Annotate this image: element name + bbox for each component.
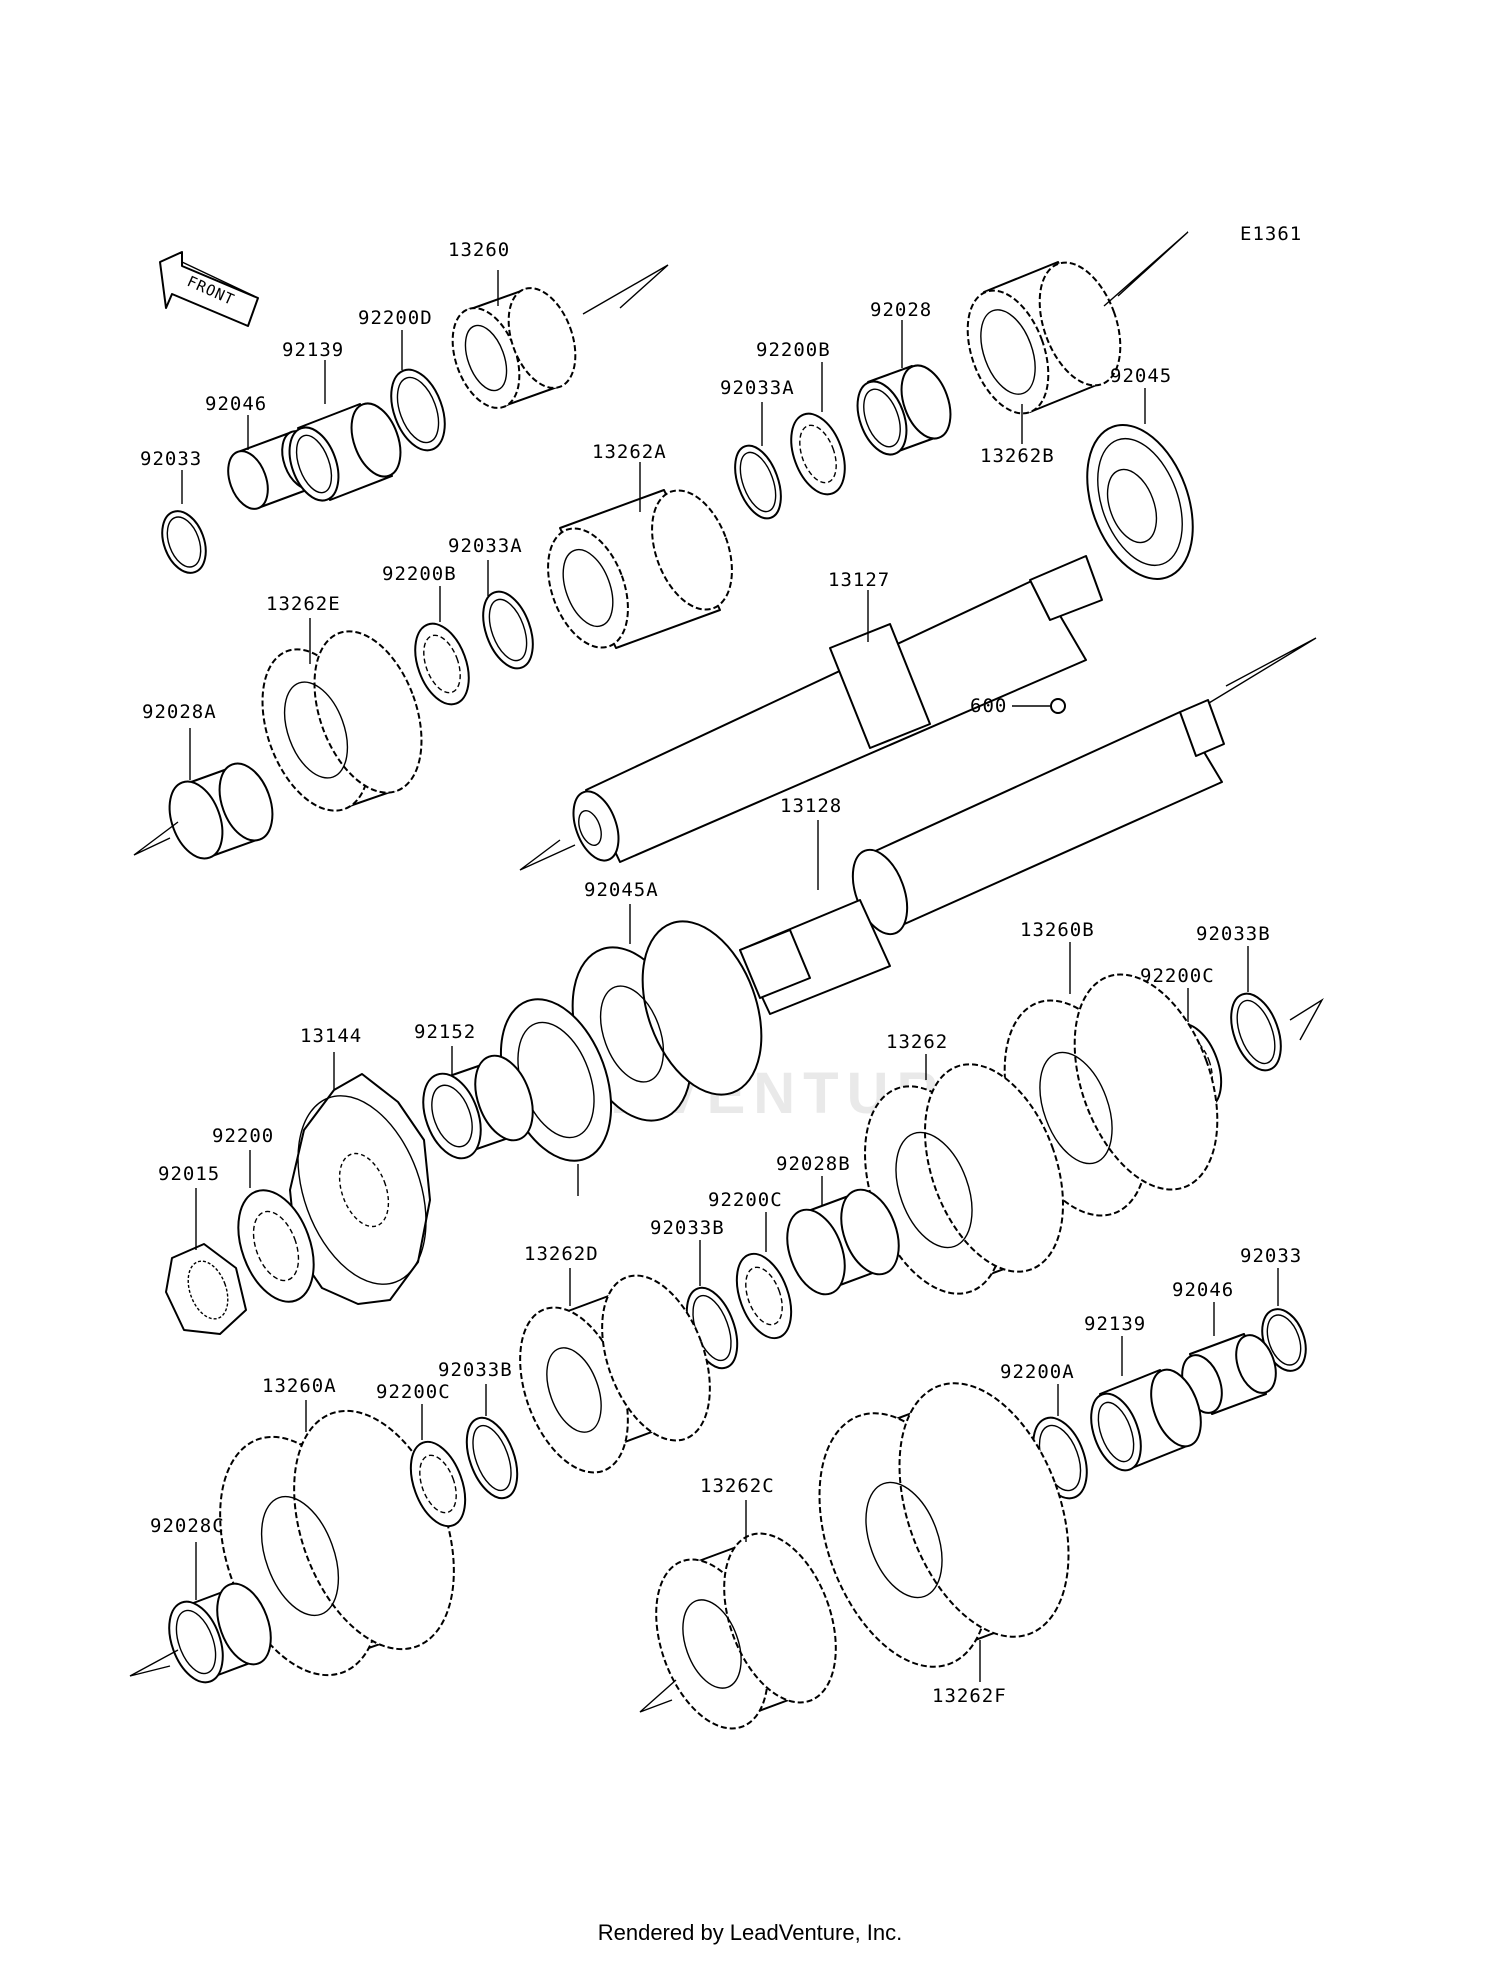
svg-text:13127: 13127 (828, 569, 890, 591)
nut-92015: 92015 (158, 1163, 247, 1335)
needle-bearing-92028A: 92028A (142, 701, 274, 860)
gear-13262E: 13262E (261, 593, 423, 812)
front-arrow-icon: FRONT (159, 251, 259, 327)
shaft-13127: 13127 (572, 555, 1103, 863)
svg-text:92200A: 92200A (1000, 1361, 1075, 1383)
svg-text:13262D: 13262D (524, 1243, 599, 1265)
svg-text:92028A: 92028A (142, 701, 217, 723)
circlip-92033: 92033 (140, 448, 207, 574)
svg-text:92200D: 92200D (358, 307, 433, 329)
collar-92152: 92152 (414, 1021, 534, 1160)
svg-text:92152: 92152 (414, 1021, 476, 1043)
washer-92200B-mid: 92200B (382, 563, 470, 706)
svg-text:92033A: 92033A (448, 535, 523, 557)
svg-text:92033: 92033 (1240, 1245, 1302, 1267)
svg-text:92033B: 92033B (650, 1217, 725, 1239)
svg-text:92045: 92045 (1110, 365, 1172, 387)
washer-92200D: 92200D (358, 307, 446, 452)
svg-text:13262B: 13262B (980, 445, 1055, 467)
svg-text:92200C: 92200C (1140, 965, 1215, 987)
washer-92200B-top: 92200B (756, 339, 846, 496)
bush-92028: 92028 (856, 299, 952, 456)
svg-text:600: 600 (970, 695, 1007, 717)
svg-text:92200C: 92200C (376, 1381, 451, 1403)
gear-13262B: 13262B (966, 261, 1122, 467)
needle-bearing-92028B: 92028B (776, 1153, 900, 1296)
svg-text:92033: 92033 (140, 448, 202, 470)
svg-text:13260B: 13260B (1020, 919, 1095, 941)
diagram-code: E1361 (1240, 223, 1302, 245)
svg-text:92200B: 92200B (756, 339, 831, 361)
circlip-92033-right: 92033 (1240, 1245, 1307, 1372)
svg-text:13260: 13260 (448, 239, 510, 261)
svg-text:92046: 92046 (1172, 1279, 1234, 1301)
svg-text:92200B: 92200B (382, 563, 457, 585)
sprocket-13144: 13144 (289, 1025, 431, 1305)
svg-text:13262A: 13262A (592, 441, 667, 463)
svg-text:92200C: 92200C (708, 1189, 783, 1211)
svg-text:92139: 92139 (282, 339, 344, 361)
svg-text:92033A: 92033A (720, 377, 795, 399)
circlip-92033B-right: 92033B (1196, 923, 1282, 1072)
bush-92028C: 92028C (150, 1515, 272, 1684)
svg-text:13262C: 13262C (700, 1475, 775, 1497)
circlip-92033A-top: 92033A (720, 377, 795, 520)
svg-text:13128: 13128 (780, 795, 842, 817)
svg-text:92046: 92046 (205, 393, 267, 415)
washer-92200C-mid: 92200C (708, 1189, 793, 1340)
washer-92200: 92200 (212, 1125, 315, 1303)
svg-text:92200: 92200 (212, 1125, 274, 1147)
footer-credit: Rendered by LeadVenture, Inc. (597, 1920, 903, 1945)
svg-text:13262E: 13262E (266, 593, 341, 615)
gear-13262D: 13262D (519, 1243, 711, 1474)
circlip-92033B-low: 92033B (438, 1359, 519, 1500)
svg-text:92033B: 92033B (438, 1359, 513, 1381)
svg-text:13262: 13262 (886, 1031, 948, 1053)
svg-text:92015: 92015 (158, 1163, 220, 1185)
grease-point-600: 600 (970, 695, 1066, 717)
collar-92139: 92139 (282, 339, 402, 502)
shaft-13128: 13128 (739, 699, 1225, 1015)
svg-text:13262F: 13262F (932, 1685, 1007, 1707)
svg-text:92028C: 92028C (150, 1515, 225, 1537)
svg-text:92033B: 92033B (1196, 923, 1271, 945)
svg-text:92028: 92028 (870, 299, 932, 321)
svg-text:13260A: 13260A (262, 1375, 337, 1397)
gear-13262A: 13262A (547, 441, 733, 649)
gear-13262C: 13262C (655, 1475, 837, 1730)
svg-text:92139: 92139 (1084, 1313, 1146, 1335)
svg-text:92045A: 92045A (584, 879, 659, 901)
gear-13262: 13262 (864, 1031, 1064, 1295)
collar-92139-right: 92139 (1084, 1313, 1202, 1472)
svg-text:92028B: 92028B (776, 1153, 851, 1175)
washer-92200C-low: 92200C (376, 1381, 467, 1528)
svg-text:13144: 13144 (300, 1025, 362, 1047)
gear-13260: 13260 (448, 239, 577, 409)
gear-13262F: 13262F (818, 1382, 1070, 1707)
circlip-92033A-mid: 92033A (448, 535, 534, 670)
ball-bearing-92045: 92045 (1086, 365, 1194, 580)
